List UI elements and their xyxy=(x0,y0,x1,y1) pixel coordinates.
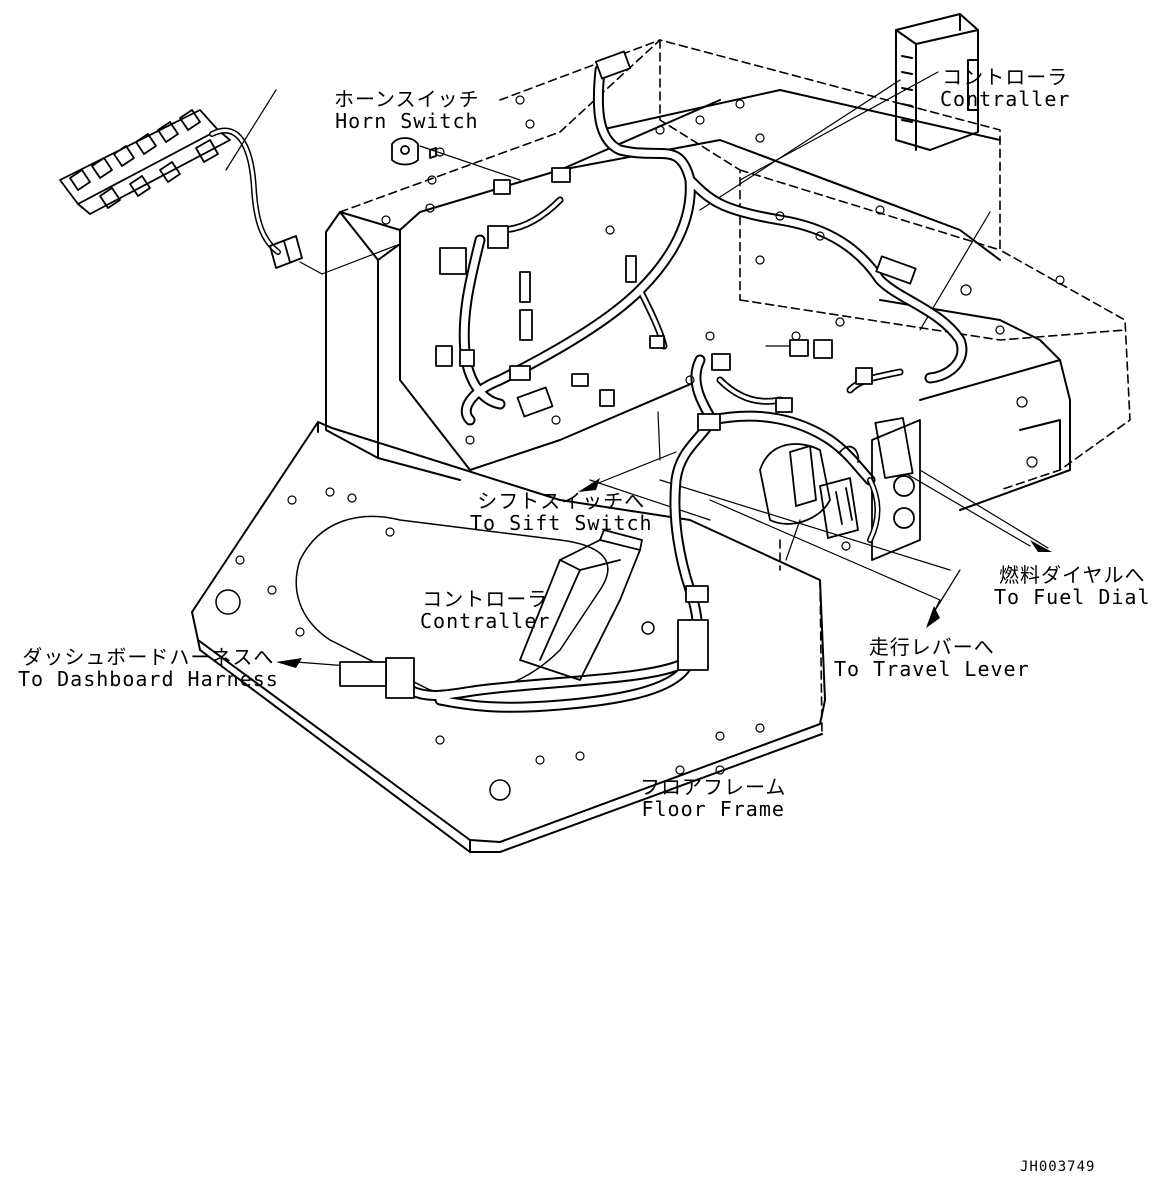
label-travel-lever-en: To Travel Lever xyxy=(834,657,1030,681)
label-controller-top-ja: コントローラ xyxy=(942,65,1069,89)
label-fuel-dial-ja: 燃料ダイヤルへ xyxy=(999,563,1146,587)
floor-frame-plate xyxy=(191,421,826,853)
label-floor-frame-en: Floor Frame xyxy=(641,797,785,821)
label-horn-switch-ja: ホーンスイッチ xyxy=(334,87,480,111)
label-shift-switch-ja: シフトスイッチへ xyxy=(477,489,646,513)
label-controller-top: コントローラ Contraller xyxy=(940,66,1070,110)
console-box xyxy=(325,89,1071,511)
label-dashboard-harness: ダッシュボードハーネスへ To Dashboard Harness xyxy=(18,646,279,690)
label-shift-switch: シフトスイッチへ To Sift Switch xyxy=(470,490,653,534)
label-controller-mid-en: Contraller xyxy=(420,609,551,633)
label-fuel-dial-en: To Fuel Dial xyxy=(994,585,1151,609)
label-horn-switch: ホーンスイッチ Horn Switch xyxy=(334,88,480,132)
label-controller-mid: コントローラ Contraller xyxy=(420,588,550,632)
label-fuel-dial: 燃料ダイヤルへ To Fuel Dial xyxy=(994,564,1151,608)
label-shift-switch-en: To Sift Switch xyxy=(470,511,653,535)
lever-base xyxy=(519,529,643,681)
relay-connector-bank xyxy=(59,109,303,269)
label-dashboard-harness-ja: ダッシュボードハーネスへ xyxy=(22,645,275,669)
label-dashboard-harness-en: To Dashboard Harness xyxy=(18,667,279,691)
arrowheads xyxy=(276,478,1052,668)
label-controller-top-en: Contraller xyxy=(940,87,1071,111)
label-controller-mid-ja: コントローラ xyxy=(422,587,549,611)
label-horn-switch-en: Horn Switch xyxy=(335,109,479,133)
harness-connectors xyxy=(339,50,917,699)
label-floor-frame-ja: フロアフレーム xyxy=(640,775,787,799)
label-floor-frame: フロアフレーム Floor Frame xyxy=(640,776,786,820)
label-travel-lever-ja: 走行レバーへ xyxy=(868,635,995,659)
bolt-holes xyxy=(381,95,1065,445)
travel-lever-bracket xyxy=(759,419,921,561)
horn-switch-part xyxy=(391,137,437,166)
label-travel-lever: 走行レバーへ To Travel Lever xyxy=(834,636,1030,680)
figure-code: JH003749 xyxy=(1020,1159,1096,1175)
